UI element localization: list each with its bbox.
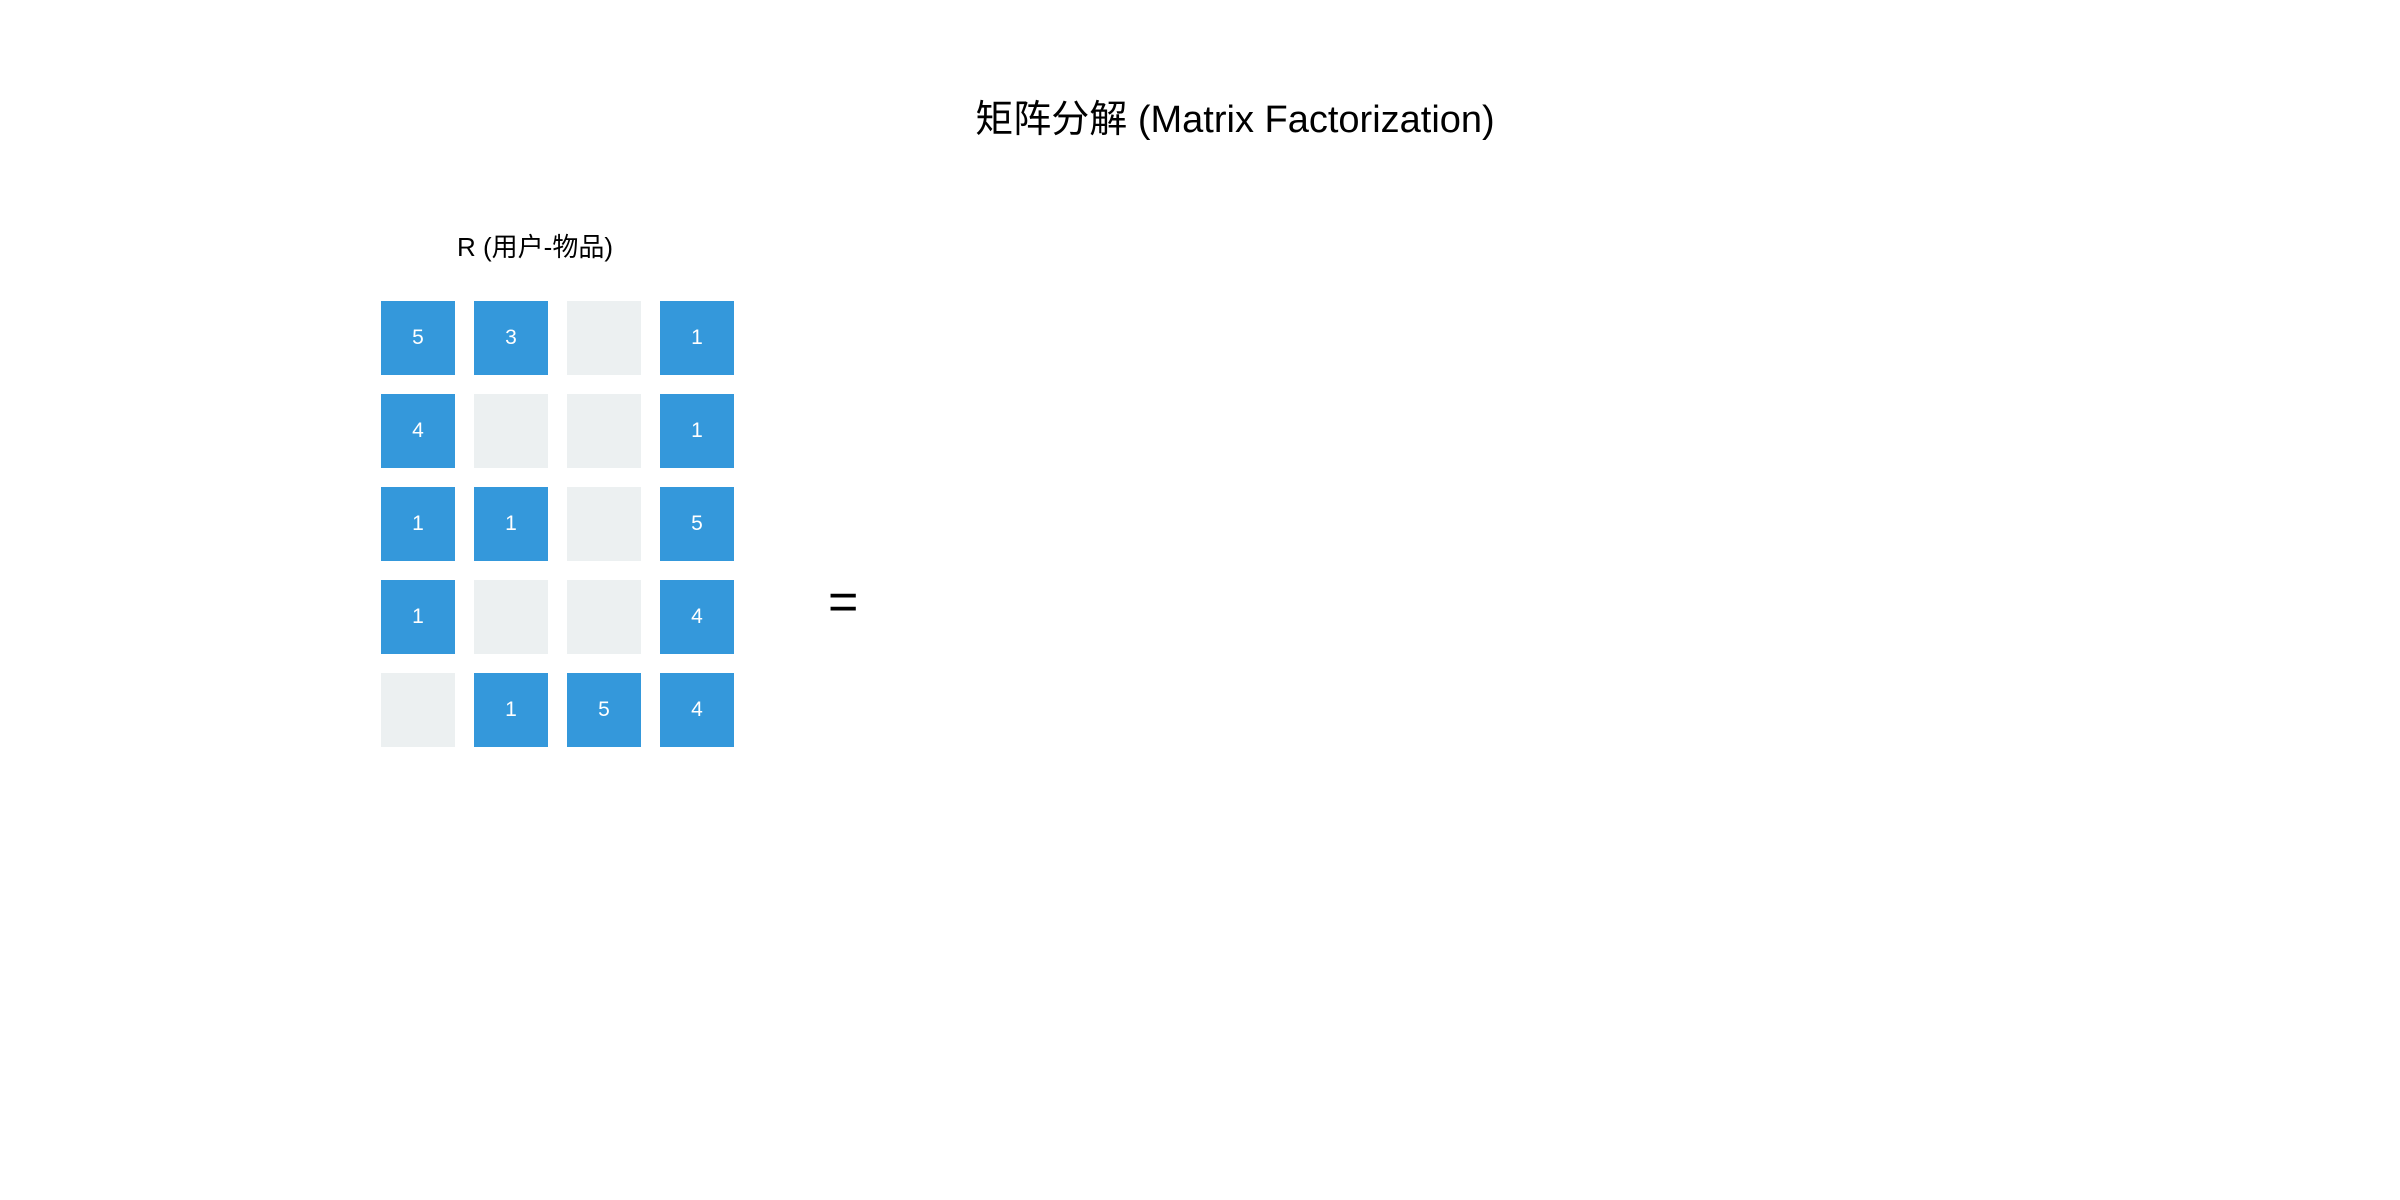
matrix-r-label: R (用户-物品) (457, 232, 613, 262)
matrix-cell-empty (567, 580, 641, 654)
matrix-cell-filled: 5 (381, 301, 455, 375)
matrix-cell-empty (567, 301, 641, 375)
matrix-cell-filled: 1 (381, 487, 455, 561)
matrix-cell-filled: 1 (381, 580, 455, 654)
matrix-cell-empty (381, 673, 455, 747)
matrix-cell-filled: 1 (474, 487, 548, 561)
diagram-title: 矩阵分解 (Matrix Factorization) (975, 99, 1495, 141)
matrix-cell-filled: 1 (660, 301, 734, 375)
equals-sign: = (828, 573, 859, 631)
matrix-cell-empty (567, 394, 641, 468)
matrix-cell-empty (567, 487, 641, 561)
matrix-cell-filled: 1 (660, 394, 734, 468)
matrix-cell-filled: 3 (474, 301, 548, 375)
matrix-cell-filled: 1 (474, 673, 548, 747)
matrix-cell-empty (474, 580, 548, 654)
matrix-cell-filled: 4 (381, 394, 455, 468)
matrix-cell-filled: 4 (660, 673, 734, 747)
matrix-cell-filled: 4 (660, 580, 734, 654)
matrix-cell-filled: 5 (660, 487, 734, 561)
matrix-cell-filled: 5 (567, 673, 641, 747)
matrix-cell-empty (474, 394, 548, 468)
